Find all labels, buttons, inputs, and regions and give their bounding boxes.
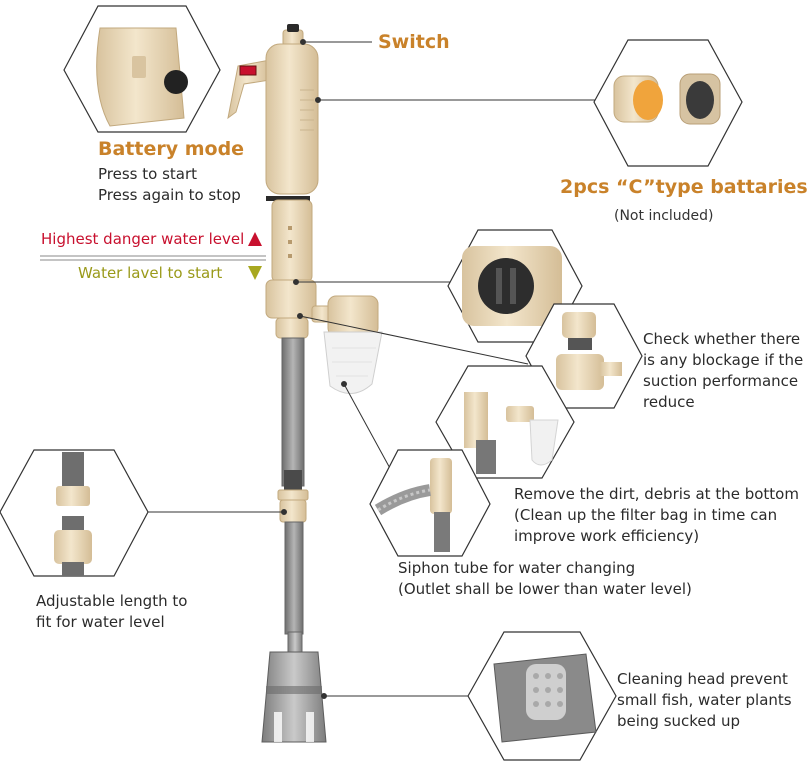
check-blockage-line: reduce [643, 393, 695, 411]
hexagon-adjustable [0, 449, 149, 577]
check-blockage-text: Check whether there is any blockage if t… [643, 329, 803, 413]
battery-mode-text: Press to start Press again to stop [98, 164, 241, 206]
adjustable-text: Adjustable length to fit for water level [36, 591, 187, 633]
check-blockage-line: Check whether there [643, 330, 801, 348]
hexagon-siphon [369, 449, 491, 557]
batteries-note: (Not included) [614, 208, 714, 224]
red-up-triangle-icon [248, 232, 262, 246]
batteries-title: 2pcs “C”type battaries [560, 176, 808, 198]
siphon-text: Siphon tube for water changing (Outlet s… [398, 558, 692, 600]
water-level-start-label: Water lavel to start [78, 264, 223, 282]
hexagon-battery-mode [63, 5, 221, 133]
cleaning-head-line: Cleaning head prevent [617, 670, 788, 688]
remove-dirt-line: (Clean up the filter bag in time can [514, 506, 778, 524]
olive-down-triangle-icon [248, 266, 262, 280]
water-level-markers [40, 232, 266, 280]
siphon-line: Siphon tube for water changing [398, 559, 636, 577]
adjustable-line: fit for water level [36, 613, 165, 631]
hexagon-outlet [435, 365, 575, 479]
highest-danger-label: Highest danger water level [41, 230, 245, 248]
remove-dirt-line: improve work efficiency) [514, 527, 700, 545]
battery-mode-title: Battery mode [98, 138, 245, 160]
switch-label: Switch [378, 31, 450, 53]
hexagon-blockage [525, 303, 643, 409]
remove-dirt-line: Remove the dirt, debris at the bottom [514, 485, 799, 503]
battery-mode-line: Press to start [98, 165, 198, 183]
check-blockage-line: is any blockage if the [643, 351, 804, 369]
remove-dirt-text: Remove the dirt, debris at the bottom (C… [514, 484, 799, 547]
cleaning-head-line: being sucked up [617, 712, 740, 730]
hexagon-cleaning-head [467, 631, 617, 761]
check-blockage-line: suction performance [643, 372, 799, 390]
siphon-line: (Outlet shall be lower than water level) [398, 580, 692, 598]
adjustable-line: Adjustable length to [36, 592, 188, 610]
cleaning-head-line: small fish, water plants [617, 691, 792, 709]
gravel-cleaner-device [227, 24, 383, 743]
hexagon-batteries [593, 39, 743, 167]
cleaning-head-text: Cleaning head prevent small fish, water … [617, 669, 792, 732]
battery-mode-line: Press again to stop [98, 186, 241, 204]
